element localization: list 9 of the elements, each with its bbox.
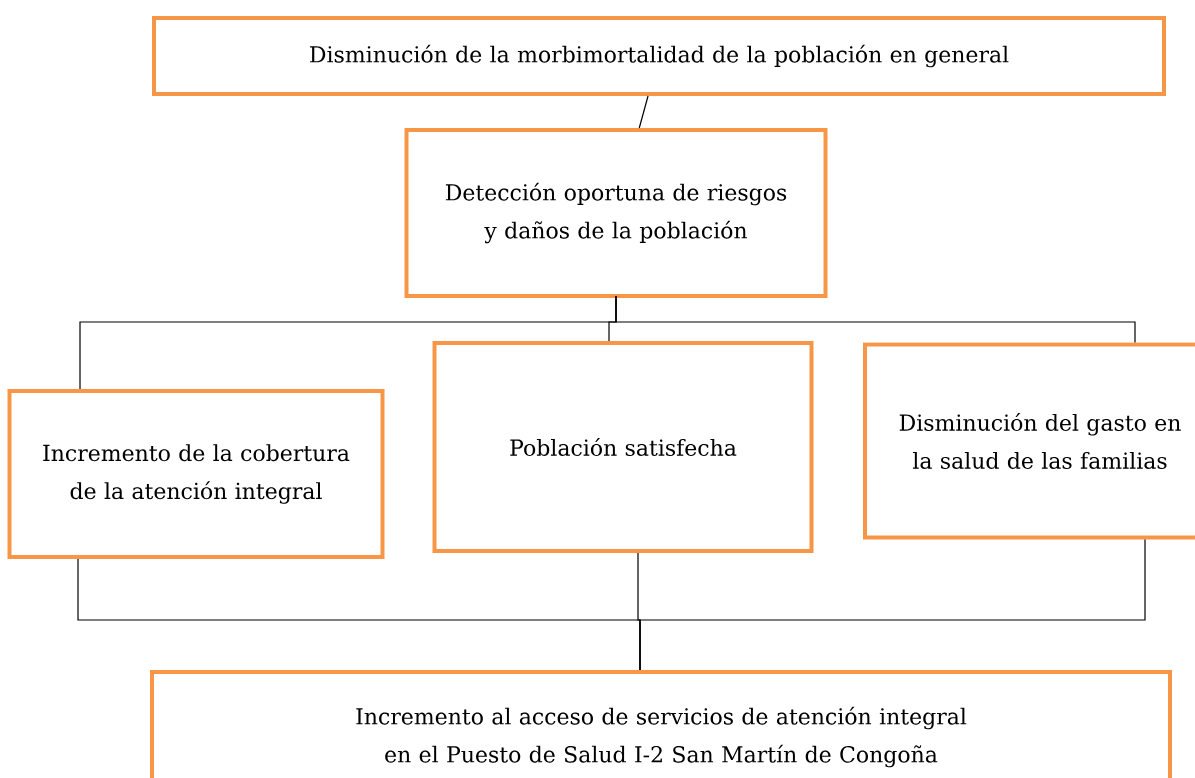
- connector-line: [638, 95, 649, 129]
- process-box: Incremento de la cobertura de la atención integral: [7, 389, 385, 559]
- process-box: Detección oportuna de riesgos y daños de la población: [404, 128, 828, 298]
- connector-line: [639, 538, 1146, 671]
- process-box: Disminución de la morbimortalidad de la población en general: [152, 16, 1166, 96]
- process-box: Disminución del gasto en la salud de las familias: [863, 342, 1195, 540]
- process-box: Población satisfecha: [432, 341, 814, 553]
- connector-line: [615, 295, 1136, 344]
- process-box: Incremento al acceso de servicios de atención integral en el Puesto de Salud I-2 San Martín de Congoña: [150, 670, 1172, 778]
